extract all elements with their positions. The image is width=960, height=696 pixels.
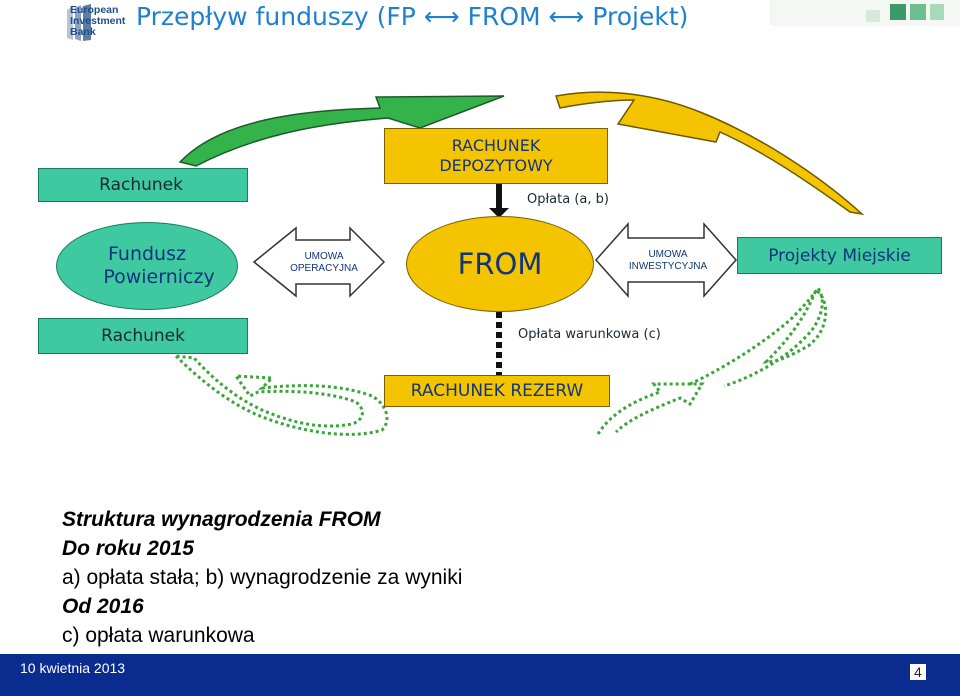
rachunek-top-box: Rachunek (38, 168, 248, 202)
umowa-operacyjna-label: UMOWA OPERACYJNA (278, 251, 370, 275)
eib-logo-icon (67, 4, 91, 41)
down-arrowhead-icon (489, 208, 509, 218)
depozyt-line-2: DEPOZYTOWY (439, 156, 553, 175)
umowa-inwestycyjna-arrow-icon (594, 222, 738, 298)
logo-line-3: Bank (70, 26, 96, 38)
oplata-warunkowa-label: Opłata warunkowa (c) (518, 327, 661, 342)
structure-fee-c: c) opłata warunkowa (62, 624, 255, 647)
footer-date: 10 kwietnia 2013 (20, 660, 126, 676)
header-decoration-icon (770, 0, 960, 26)
structure-until-2015: Do roku 2015 (62, 537, 194, 560)
right-dashed-loop-line (762, 287, 828, 364)
logo-line-2: Investment (70, 15, 126, 27)
fundusz-line-2: Powierniczy (103, 266, 215, 288)
left-dashed-green-arrow-icon (171, 354, 389, 436)
fundusz-line-1: Fundusz (108, 243, 186, 265)
umowa-inv-line-2: INWESTYCYJNA (628, 261, 708, 272)
logo-line-1: European (70, 4, 119, 16)
green-curved-arrow-icon (178, 95, 505, 167)
rachunek-rezerw-box: RACHUNEK REZERW (384, 375, 610, 407)
projekty-miejskie-box: Projekty Miejskie (737, 237, 942, 274)
structure-fees-ab: a) opłata stała; b) wynagrodzenie za wyn… (62, 566, 463, 589)
umowa-oper-line-2: OPERACYJNA (290, 263, 358, 274)
fundusz-powierniczy-ellipse: Fundusz Powierniczy (56, 222, 238, 310)
structure-from-2016: Od 2016 (62, 595, 144, 618)
depozyt-line-1: RACHUNEK (451, 136, 541, 155)
yellow-curved-arrow-icon (555, 91, 865, 216)
rachunek-bottom-box: Rachunek (38, 318, 248, 354)
oplata-ab-label: Opłata (a, b) (527, 192, 609, 207)
umowa-oper-line-1: UMOWA (304, 251, 344, 262)
footer-bar (0, 654, 960, 696)
from-ellipse: FROM (406, 216, 594, 312)
page-title: Przepływ funduszy (FP ⟷ FROM ⟷ Projekt) (136, 2, 689, 31)
umowa-operacyjna-arrow-icon (252, 226, 386, 298)
page-number: 4 (910, 664, 926, 680)
structure-heading: Struktura wynagrodzenia FROM (62, 508, 381, 531)
right-dashed-green-arrow-icon (596, 285, 824, 435)
rachunek-depozytowy-box: RACHUNEK DEPOZYTOWY (384, 128, 608, 184)
umowa-inwestycyjna-label: UMOWA INWESTYCYJNA (618, 249, 718, 273)
eib-logo-text: European Investment Bank (70, 5, 125, 38)
structure-text-block: Struktura wynagrodzenia FROM Do roku 201… (62, 505, 462, 650)
umowa-inv-line-1: UMOWA (648, 249, 688, 260)
